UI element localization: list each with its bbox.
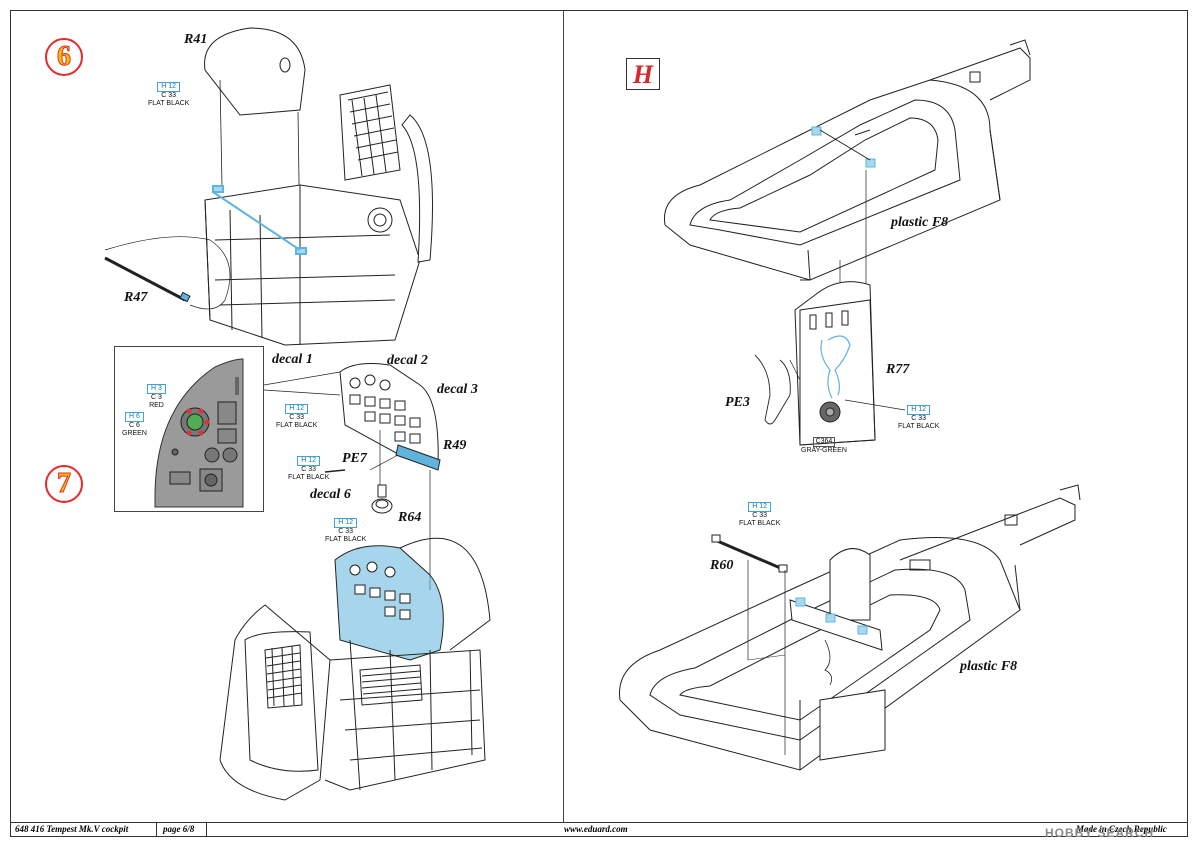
paint-code-c: C 33 xyxy=(289,414,305,421)
paint-name: RED xyxy=(149,402,164,409)
paint-code-h: H 12 xyxy=(748,502,772,512)
label-r47: R47 xyxy=(124,290,148,305)
label-pe3: PE3 xyxy=(725,395,750,410)
label-r64: R64 xyxy=(398,510,422,525)
paint-name: GREEN xyxy=(122,430,147,437)
page-footer: 648 416 Tempest Mk.V cockpit page 6/8 ww… xyxy=(10,823,1188,837)
paint-name: FLAT BLACK xyxy=(148,100,190,107)
paint-name: FLAT BLACK xyxy=(325,536,367,543)
paint-callout-6: C364 GRAY-GREEN xyxy=(801,437,847,455)
instrument-panel-r49 xyxy=(339,363,441,471)
cockpit-assembly-step7 xyxy=(219,537,491,801)
detail-inset xyxy=(114,346,264,512)
rod-r60 xyxy=(714,538,786,572)
label-r41: R41 xyxy=(184,32,208,47)
footer-url: www.eduard.com xyxy=(564,824,628,834)
footer-made-in: Made in Czech Republic xyxy=(1076,824,1167,834)
label-plastic-f8-top: plastic F8 xyxy=(891,215,949,230)
paint-name: FLAT BLACK xyxy=(739,520,781,527)
inset-panel-drawing xyxy=(154,358,244,508)
paint-code-c: C 33 xyxy=(338,528,354,535)
step-7-marker: 7 xyxy=(45,465,83,503)
step-h-marker: H xyxy=(626,58,660,90)
rod-r47 xyxy=(104,256,186,302)
page-frame xyxy=(10,10,1188,823)
paint-callout-4: H 12 C 33 FLAT BLACK xyxy=(325,518,366,544)
watermark: HOBBY SEARCH xyxy=(1045,826,1155,840)
label-plastic-f8-bottom: plastic F8 xyxy=(960,659,1018,674)
paint-callout-7: H 12 C 33 FLAT BLACK xyxy=(739,502,780,528)
armour-plate-r77 xyxy=(794,281,876,446)
paint-code-h: H 12 xyxy=(297,456,321,466)
paint-callout-2: H 12 C 33 FLAT BLACK xyxy=(276,404,317,430)
paint-callout-3: H 12 C 33 FLAT BLACK xyxy=(288,456,329,482)
fuselage-top-h xyxy=(663,39,1031,281)
paint-callout-red: H 3 C 3 RED xyxy=(147,384,166,410)
headrest-r41 xyxy=(204,27,306,116)
paint-callout-1: H 12 C 33 FLAT BLACK xyxy=(148,82,189,108)
label-r49: R49 xyxy=(443,438,467,453)
paint-code-h: H 12 xyxy=(907,405,931,415)
paint-name: GRAY-GREEN xyxy=(801,447,847,454)
label-r60: R60 xyxy=(710,558,734,573)
paint-code-h: H 12 xyxy=(285,404,309,414)
label-decal-3: decal 3 xyxy=(437,382,478,397)
paint-name: FLAT BLACK xyxy=(276,422,318,429)
paint-code-c: C 33 xyxy=(301,466,317,473)
paint-code-h: H 12 xyxy=(334,518,358,528)
paint-code-c: C 33 xyxy=(911,415,927,422)
label-decal-6: decal 6 xyxy=(310,487,351,502)
fuselage-bottom-h xyxy=(619,484,1081,771)
paint-code-c: C 33 xyxy=(752,512,768,519)
label-pe7: PE7 xyxy=(342,451,367,466)
footer-kit-code: 648 416 Tempest Mk.V cockpit xyxy=(15,824,129,834)
paint-code-h: H 12 xyxy=(157,82,181,92)
paint-code-c: C 33 xyxy=(161,92,177,99)
paint-code-c: C 6 xyxy=(129,422,140,429)
label-r77: R77 xyxy=(886,362,910,377)
footer-page-number: page 6/8 xyxy=(163,824,195,834)
page-divider xyxy=(563,10,564,823)
paint-code-h: H 6 xyxy=(125,412,144,422)
paint-code-c: C364 xyxy=(812,437,836,447)
footer-divider xyxy=(156,823,157,836)
label-decal-2: decal 2 xyxy=(387,353,428,368)
seat-frame-step6 xyxy=(204,84,433,346)
paint-callout-5: H 12 C 33 FLAT BLACK xyxy=(898,405,939,431)
paint-code-c: C 3 xyxy=(151,394,162,401)
paint-code-h: H 3 xyxy=(147,384,166,394)
step-6-marker: 6 xyxy=(45,38,83,76)
footer-divider xyxy=(206,823,207,836)
paint-callout-green: H 6 C 6 GREEN xyxy=(122,412,147,438)
label-decal-1: decal 1 xyxy=(272,352,313,367)
paint-name: FLAT BLACK xyxy=(288,474,330,481)
paint-name: FLAT BLACK xyxy=(898,423,940,430)
pe3-part xyxy=(754,354,791,425)
